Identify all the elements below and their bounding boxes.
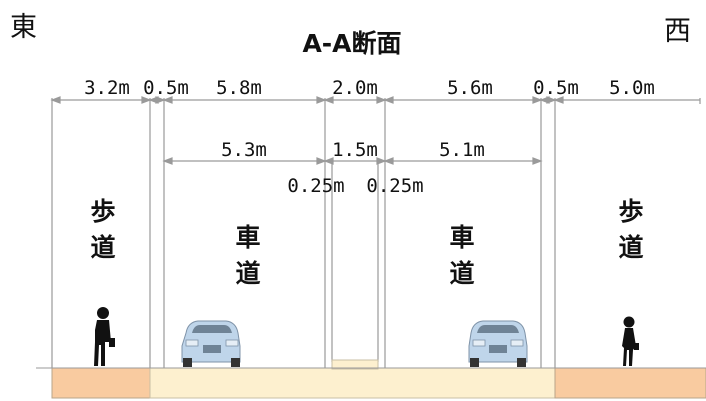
car-left-icon — [181, 320, 241, 367]
dim-median-inner: 1.5m — [332, 139, 378, 161]
roadway-block — [149, 367, 556, 399]
pedestrian-left-icon — [94, 307, 115, 366]
sidewalk-right-label-2: 道 — [618, 233, 643, 262]
road-left-label-1: 車 — [235, 223, 260, 252]
dim-shoulder-left: 0.25m — [287, 175, 344, 197]
sidewalk-right-block — [554, 367, 706, 399]
pedestrian-right-icon — [622, 316, 639, 366]
sidewalk-right-label-1: 歩 — [618, 197, 643, 226]
sidewalk-left-label-2: 道 — [90, 233, 115, 262]
ground-section — [36, 359, 706, 399]
road-right-label-1: 車 — [449, 223, 474, 252]
dim-shoulder-right: 0.25m — [366, 175, 423, 197]
sidewalk-left-label-1: 歩 — [90, 197, 115, 226]
dim-carriageway-right: 5.1m — [439, 139, 485, 161]
vertical-guide-lines — [51, 98, 701, 368]
road-right-label-2: 道 — [449, 259, 474, 288]
dim-road-left: 5.8m — [216, 77, 262, 99]
direction-east-label: 東 — [10, 12, 37, 43]
median-block — [331, 359, 379, 370]
sidewalk-left-block — [51, 367, 151, 399]
dim-road-right: 5.6m — [447, 77, 493, 99]
dim-median: 2.0m — [332, 77, 378, 99]
road-left-label-2: 道 — [235, 259, 260, 288]
second-dimension-line — [162, 157, 543, 165]
dim-strip-right: 0.5m — [533, 77, 579, 99]
section-title: A-A断面 — [302, 29, 401, 58]
dim-carriageway-left: 5.3m — [221, 139, 267, 161]
dim-sidewalk-left: 3.2m — [84, 77, 130, 99]
car-right-icon — [468, 320, 528, 367]
dim-strip-left: 0.5m — [143, 77, 189, 99]
top-dimension-line — [50, 96, 700, 104]
dim-sidewalk-right: 5.0m — [609, 77, 655, 99]
direction-west-label: 西 — [664, 16, 691, 47]
